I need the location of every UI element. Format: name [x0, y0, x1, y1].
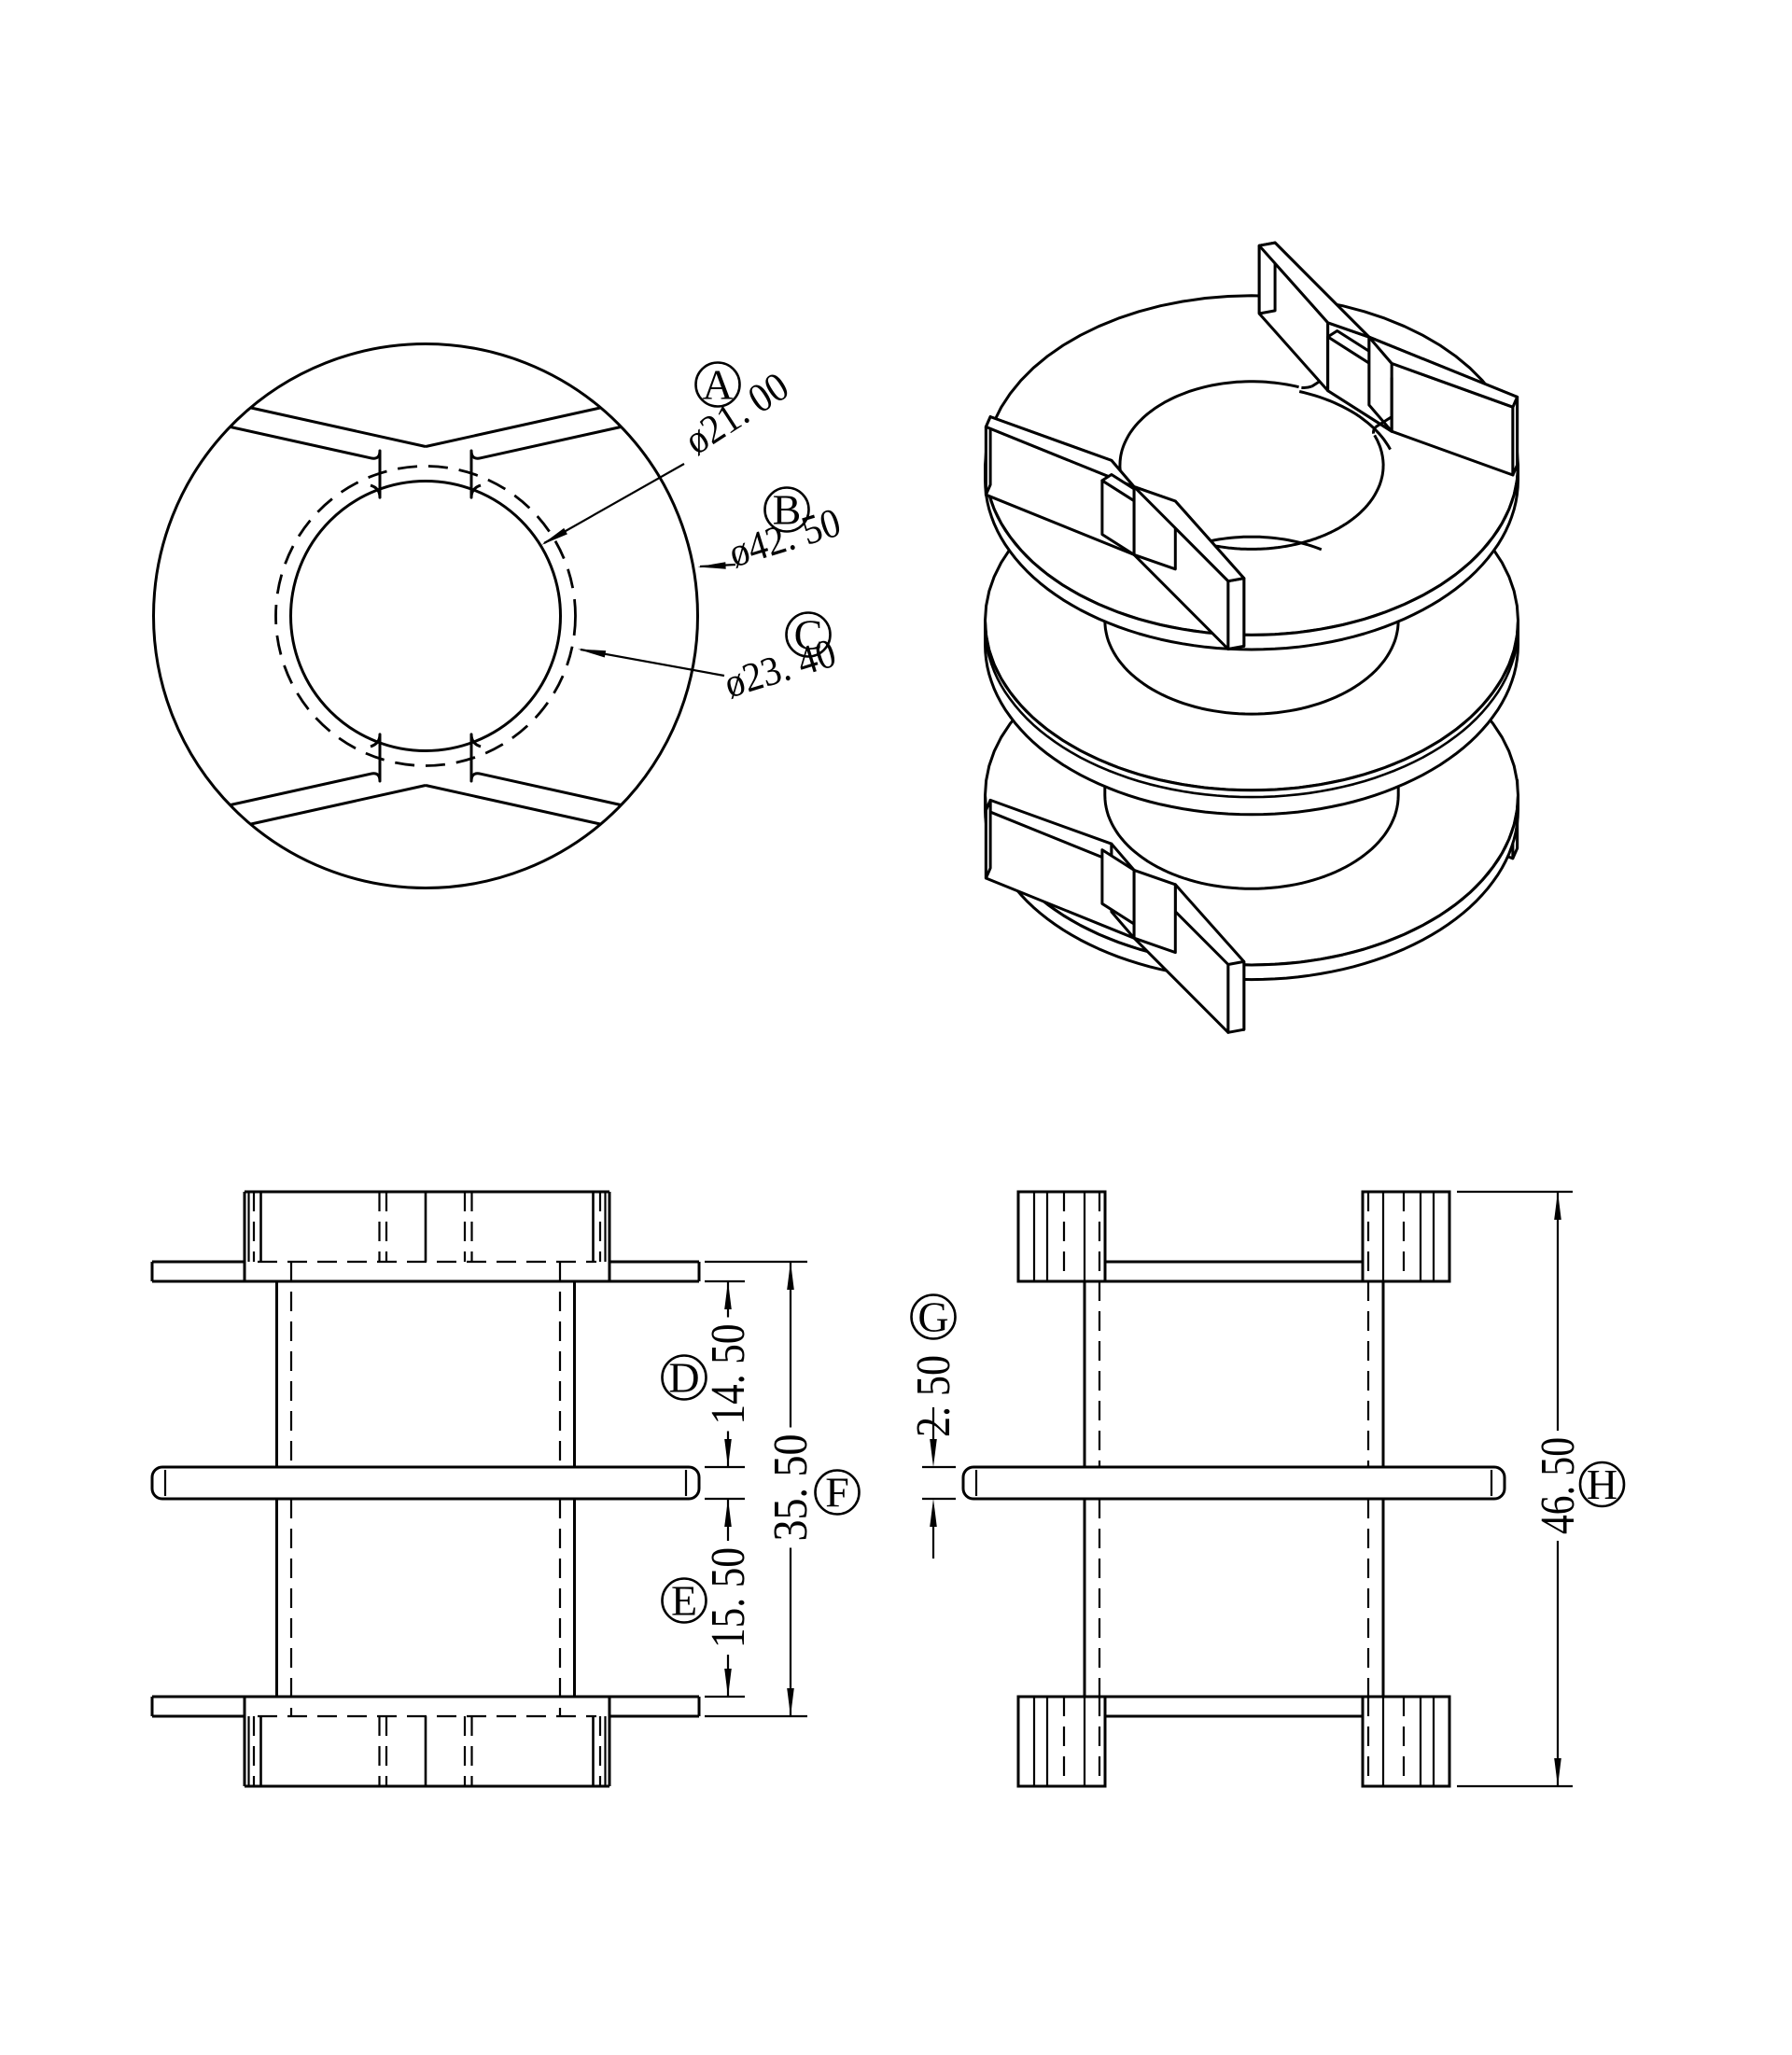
svg-text:35. 50: 35. 50 — [764, 1434, 818, 1542]
svg-text:B: B — [773, 486, 802, 534]
svg-text:H: H — [1587, 1461, 1617, 1508]
svg-text:46. 50: 46. 50 — [1532, 1437, 1585, 1534]
svg-text:G: G — [917, 1293, 948, 1341]
svg-text:F: F — [825, 1469, 849, 1517]
svg-text:14. 50: 14. 50 — [702, 1324, 755, 1425]
svg-text:15. 50: 15. 50 — [702, 1547, 755, 1648]
svg-text:E: E — [671, 1577, 697, 1625]
svg-text:D: D — [668, 1354, 699, 1402]
svg-text:2. 50: 2. 50 — [907, 1355, 960, 1437]
svg-text:A: A — [702, 361, 733, 409]
svg-text:C: C — [794, 611, 823, 659]
